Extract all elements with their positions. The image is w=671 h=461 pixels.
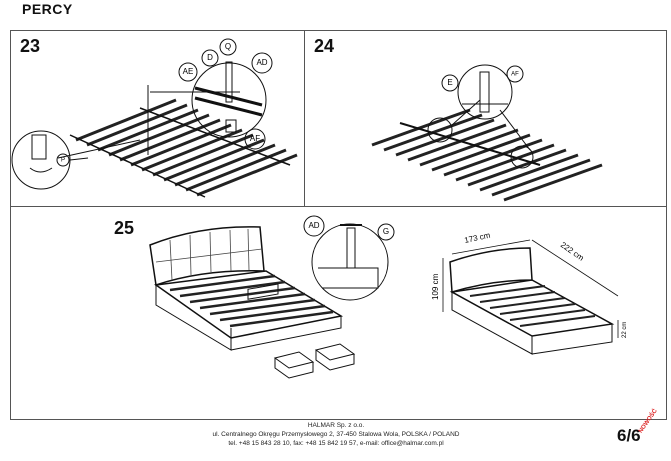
step-24-callouts — [441, 65, 524, 92]
step-25-detail-circle — [311, 223, 389, 301]
step-23-slat-frame — [57, 85, 298, 198]
step-23-detail-circle — [191, 61, 267, 138]
callout-g: G — [383, 227, 389, 236]
dimension-length: 222 cm — [559, 240, 586, 263]
step-24-number: 24 — [314, 36, 335, 56]
step-23-callouts — [56, 38, 273, 167]
page-number: 6/6 — [617, 426, 641, 445]
dimension-drawer: 22 cm — [622, 322, 628, 338]
callout-d: D — [207, 53, 213, 62]
step-25-callouts — [303, 215, 395, 241]
dimension-drawing — [442, 239, 619, 355]
step-23-left-detail-circle — [11, 130, 89, 190]
step-25-number: 25 — [114, 218, 135, 238]
dimension-height: 109 cm — [431, 273, 440, 300]
callout-ad-25: AD — [308, 221, 319, 230]
callout-p: P — [61, 158, 65, 164]
callout-ad: AD — [256, 58, 267, 67]
footer-company: HALMAR Sp. z o.o. — [307, 422, 365, 429]
instruction-frame — [10, 30, 667, 420]
step-24-slat-frame — [371, 99, 603, 202]
callout-e: E — [447, 78, 452, 87]
footer: HALMAR Sp. z o.o. ul. Centralnego Okręgu… — [150, 421, 522, 448]
panel-divider-horizontal — [10, 206, 667, 207]
step-25-bed — [149, 226, 356, 379]
callout-af: AF — [250, 134, 260, 143]
step-23-number: 23 — [20, 36, 41, 56]
callout-ae: AE — [183, 67, 194, 76]
dimension-width: 173 cm — [464, 231, 492, 245]
footer-contact: tel. +48 15 843 28 10, fax: +48 15 842 1… — [228, 440, 444, 447]
panel-divider-vertical — [304, 30, 305, 206]
callout-q: Q — [225, 42, 231, 51]
callout-af-24: AF — [511, 72, 519, 78]
step-24-detail-circle — [457, 64, 513, 120]
product-title: PERCY — [22, 1, 73, 17]
footer-address: ul. Centralnego Okręgu Przemysłowego 2, … — [212, 431, 460, 438]
